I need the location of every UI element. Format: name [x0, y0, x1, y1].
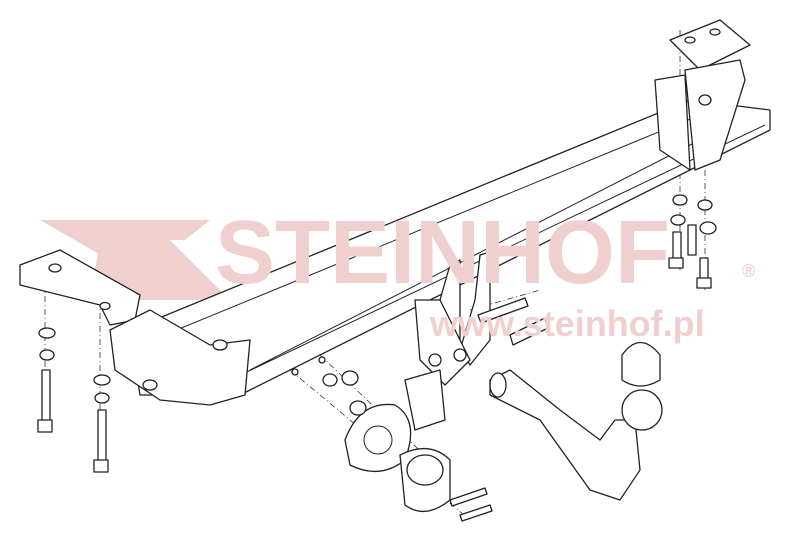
fasteners — [37, 194, 717, 522]
right-bracket — [654, 19, 751, 171]
crossbeam — [129, 99, 771, 396]
registered-mark: ® — [742, 261, 756, 281]
tow-ball — [621, 389, 663, 431]
electrical-socket — [344, 369, 451, 512]
url-watermark: www.steinhof.pl — [430, 303, 705, 344]
ball-cover — [621, 341, 661, 387]
brand-watermark: STEINHOF — [215, 203, 671, 303]
mounting-plates — [414, 251, 491, 386]
ball-neck — [489, 341, 663, 501]
left-bracket — [19, 249, 251, 406]
